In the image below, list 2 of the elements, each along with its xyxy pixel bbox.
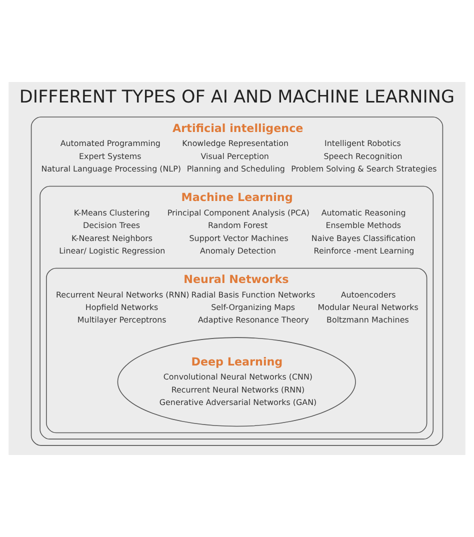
node-ellipse: Deep Learning Convolutional Neural Networks (CNN) Recurrent Neural Networks (RNN) Generative Adversarial Networks (GAN)	[117, 337, 356, 427]
diagram-title: DIFFERENT TYPES OF AI AND MACHINE LEARNING	[19, 87, 455, 108]
